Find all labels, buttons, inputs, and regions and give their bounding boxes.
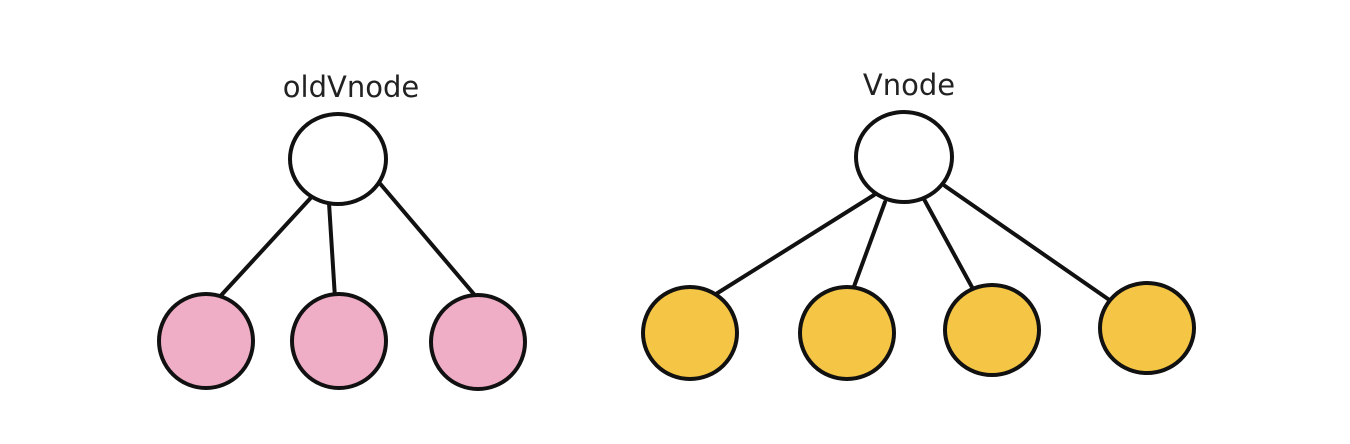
- new-vnode-label: Vnode: [863, 68, 955, 102]
- old-root-node: [288, 112, 388, 206]
- old-child-node-2: [290, 292, 388, 390]
- new-edge-1: [714, 193, 876, 296]
- old-edge-3: [375, 178, 486, 308]
- old-edge-2: [327, 201, 337, 300]
- old-child-node-1: [157, 292, 255, 390]
- new-child-node-4: [1098, 281, 1196, 375]
- new-edge-4: [943, 184, 1110, 301]
- new-vnode-tree: Vnode: [641, 68, 1196, 381]
- old-vnode-tree: oldVnode: [157, 70, 527, 391]
- new-edge-2: [850, 200, 887, 294]
- new-child-node-1: [641, 285, 739, 381]
- old-vnode-label: oldVnode: [283, 70, 419, 104]
- old-child-node-3: [429, 293, 527, 391]
- new-root-node: [854, 110, 954, 204]
- new-edge-3: [917, 188, 975, 291]
- new-child-node-2: [798, 285, 896, 381]
- old-edge-1: [213, 188, 320, 304]
- new-child-node-3: [943, 283, 1041, 377]
